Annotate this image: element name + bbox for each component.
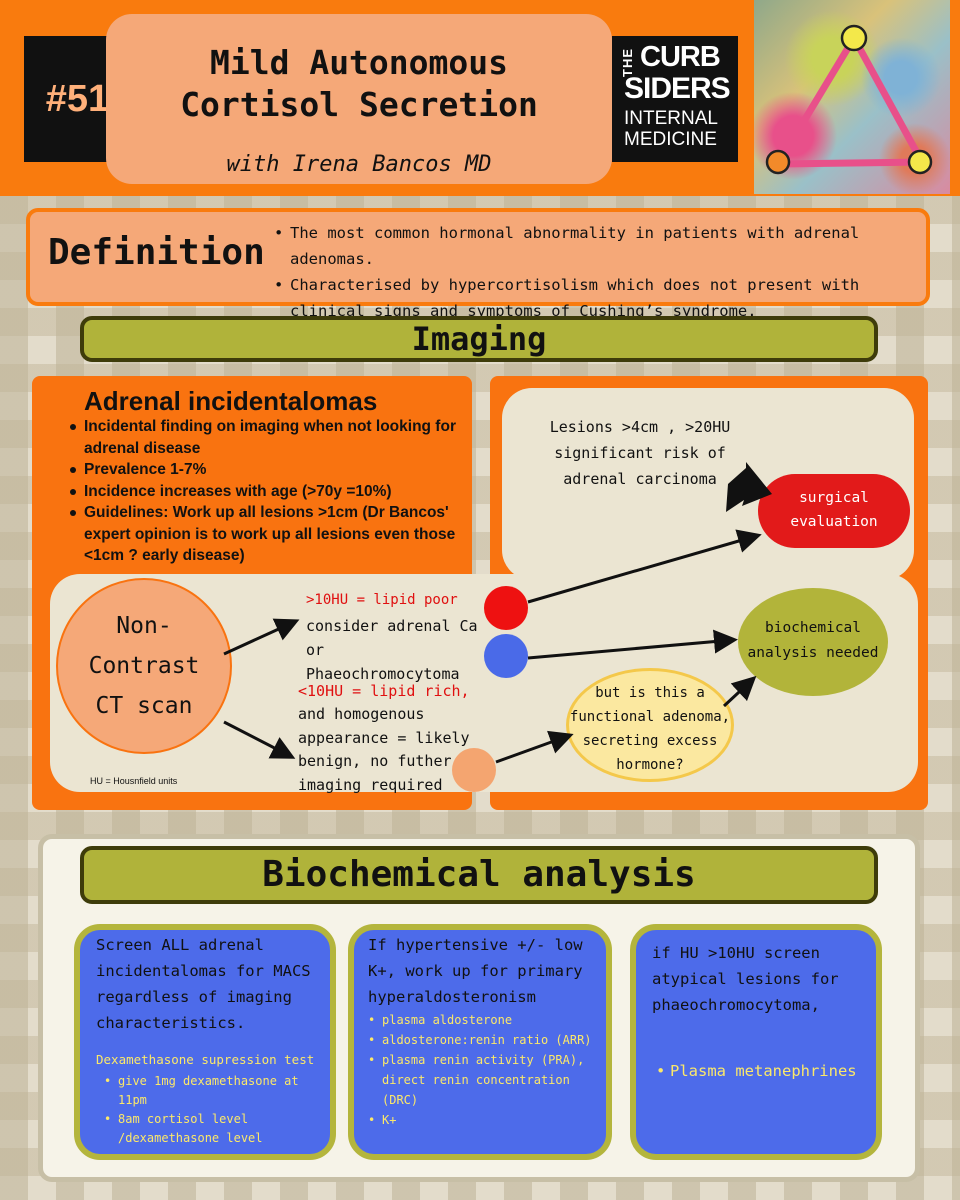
definition-bullet: The most common hormonal abnormality in … [274, 220, 924, 272]
macs-card-list: give 1mg dexamethasone at 11pm 8am corti… [104, 1072, 324, 1148]
carcinoma-risk-text: Lesions >4cm , >20HU significant risk of… [549, 418, 731, 488]
ct-label-line-3: CT scan [95, 693, 193, 719]
hu-footnote: HU = Housnfield units [90, 776, 178, 786]
logo-medicine: MEDICINE [624, 129, 717, 150]
page-title-line-2: Cortisol Secretion [180, 85, 538, 124]
title-box: Mild Autonomous Cortisol Secretion with … [106, 14, 612, 184]
imaging-banner: Imaging [80, 316, 878, 362]
ct-scan-node: Non- Contrast CT scan [56, 578, 232, 754]
biochemical-needed-node: biochemical analysis needed [738, 588, 888, 696]
incidentalomas-list: Incidental finding on imaging when not l… [68, 416, 466, 567]
list-item: plasma renin activity (PRA), direct reni… [368, 1050, 604, 1110]
incidentaloma-bullet: Prevalence 1-7% [68, 459, 466, 481]
orange-node-dot [452, 748, 496, 792]
ct-label-line-2: Contrast [88, 653, 200, 679]
definition-bullet: Characterised by hypercortisolism which … [274, 272, 924, 324]
phaeochromocytoma-card-list: Plasma metanephrines [656, 1062, 876, 1080]
macs-card-heading: Screen ALL adrenal incidentalomas for MA… [96, 936, 311, 1032]
lipid-poor-label: >10HU = lipid poor [306, 592, 458, 608]
biochemical-banner: Biochemical analysis [80, 846, 878, 904]
logo-siders: SIDERS [624, 72, 731, 105]
curbsiders-logo: THE CURB SIDERS INTERNAL MEDICINE [612, 36, 738, 162]
blue-node-dot [484, 634, 528, 678]
red-node-dot [484, 586, 528, 630]
definition-box: Definition The most common hormonal abno… [26, 208, 930, 320]
list-item: plasma aldosterone [368, 1010, 604, 1030]
logo-internal: INTERNAL [624, 108, 718, 129]
hyperaldosteronism-card-heading: If hypertensive +/- low K+, work up for … [368, 936, 583, 1006]
incidentalomas-title: Adrenal incidentalomas [84, 386, 378, 416]
ct-label-line-1: Non- [116, 613, 172, 639]
dexamethasone-test-label: Dexamethasone supression test [96, 1052, 315, 1067]
lipid-rich-label: <10HU = lipid rich, [298, 682, 470, 700]
logo-curb: CURB [640, 41, 721, 73]
incidentaloma-bullet: Incidence increases with age (>70y =10%) [68, 481, 466, 503]
phaeochromocytoma-card-heading: if HU >10HU screen atypical lesions for … [652, 944, 839, 1014]
lipid-poor-text: consider adrenal Ca or Phaeochromocytoma [306, 617, 478, 683]
incidentaloma-bullet: Guidelines: Work up all lesions >1cm (Dr… [68, 502, 466, 567]
surgical-evaluation-node: surgical evaluation [758, 474, 910, 548]
page-subtitle: with Irena Bancos MD [226, 152, 492, 177]
triangle-icon [765, 24, 933, 175]
phaeochromocytoma-card [630, 924, 882, 1160]
incidentaloma-bullet: Incidental finding on imaging when not l… [68, 416, 466, 459]
lipid-rich-text: and homogenous appearance = likely benig… [298, 705, 470, 794]
list-item: give 1mg dexamethasone at 11pm [104, 1072, 324, 1110]
list-item: aldosterone:renin ratio (ARR) [368, 1030, 604, 1050]
definition-label: Definition [48, 232, 265, 273]
list-item: K+ [368, 1110, 604, 1130]
definition-list: The most common hormonal abnormality in … [274, 220, 924, 324]
adrenal-triangle-artwork [752, 0, 950, 194]
functional-adenoma-node: but is this a functional adenoma, secret… [566, 668, 734, 782]
list-item: Plasma metanephrines [656, 1062, 876, 1080]
page-title-line-1: Mild Autonomous [209, 43, 508, 82]
hyperaldosteronism-card-list: plasma aldosterone aldosterone:renin rat… [368, 1010, 604, 1130]
list-item: 8am cortisol level /dexamethasone level [104, 1110, 324, 1148]
